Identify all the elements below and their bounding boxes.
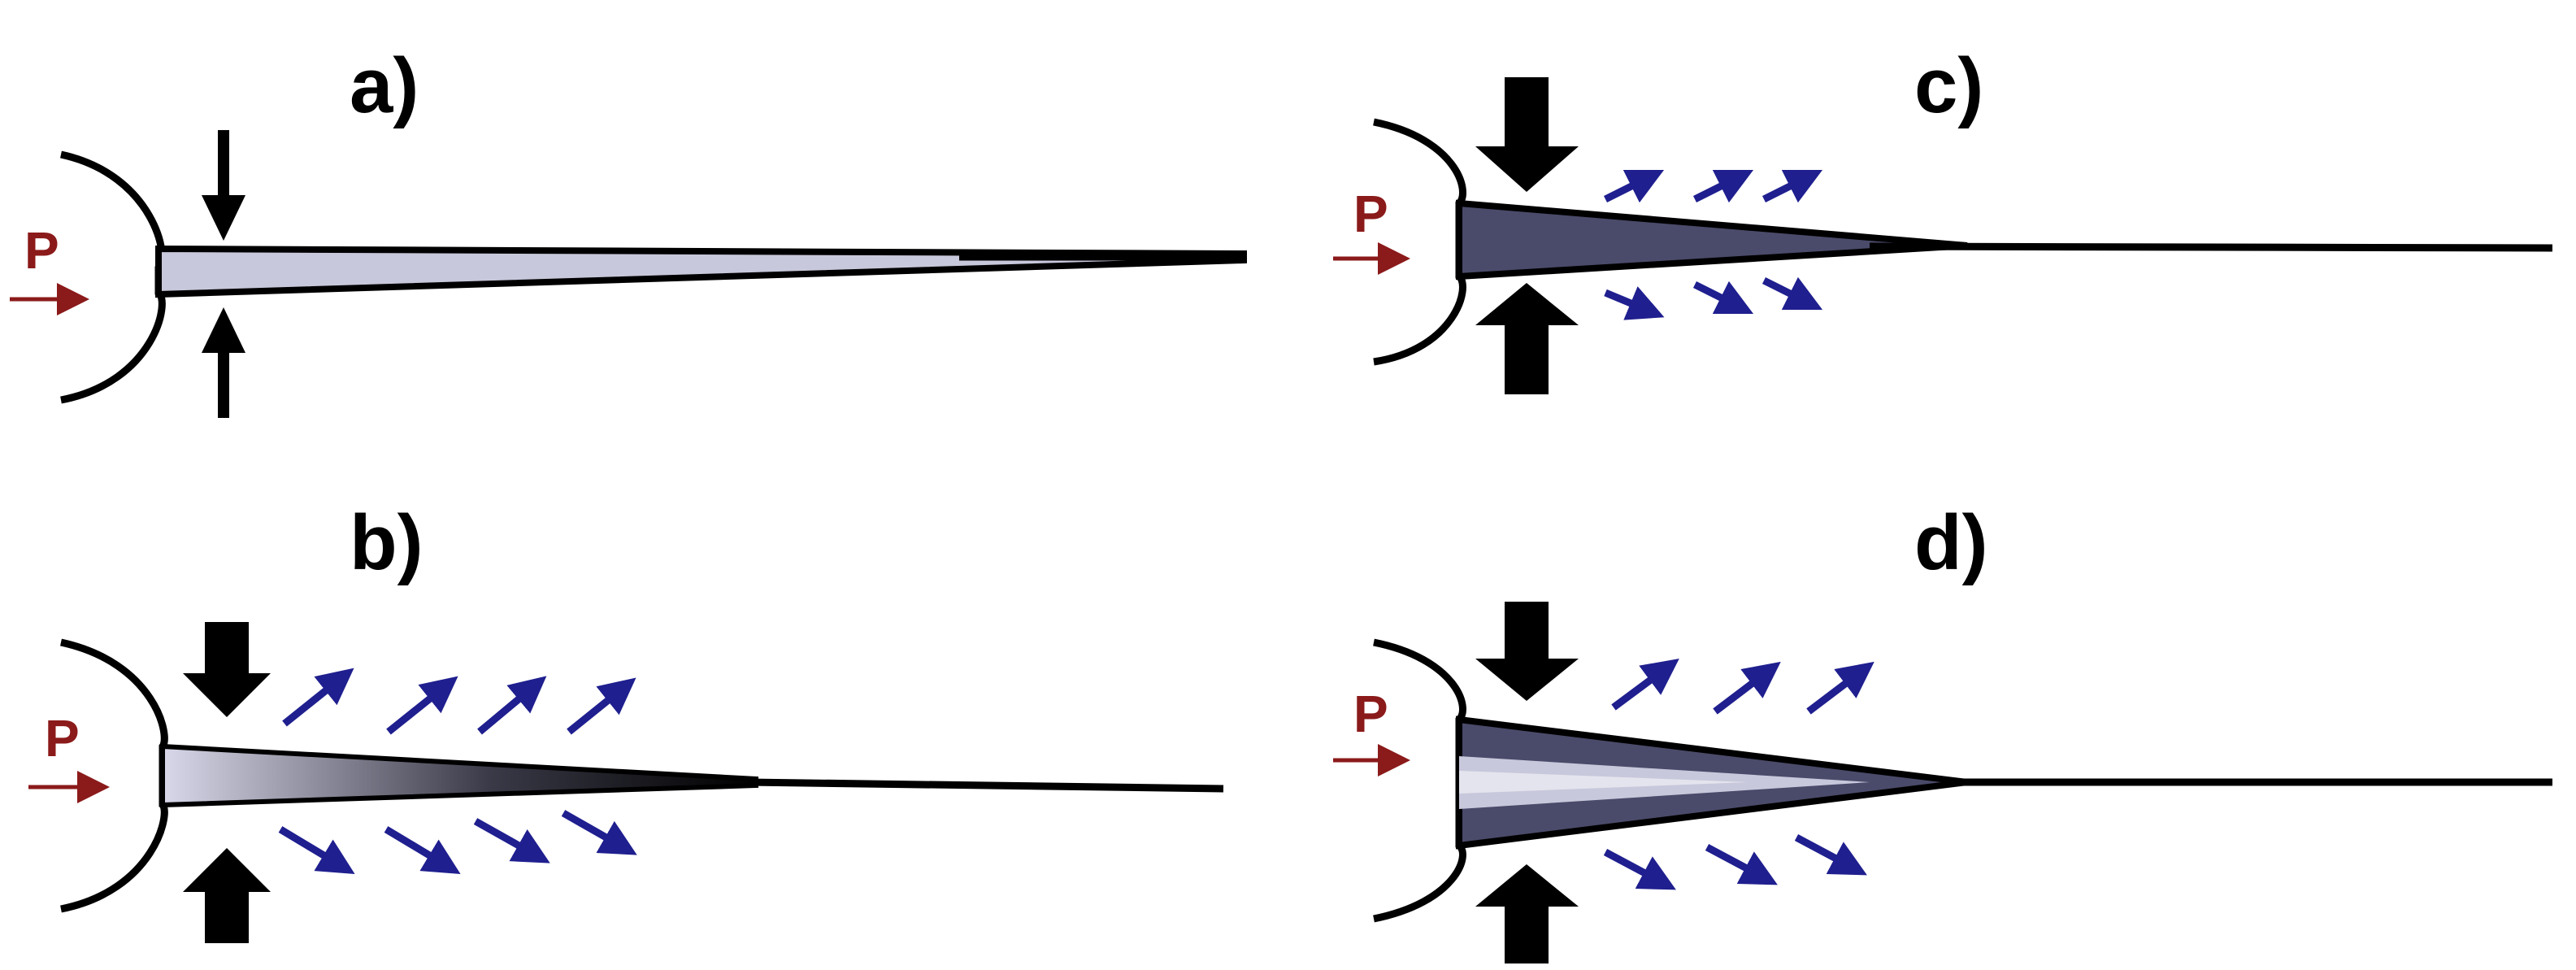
black-load-arrow-icon xyxy=(202,130,245,241)
blue-diagonal-arrow-icon xyxy=(1794,834,1867,876)
panel-b-label: b) xyxy=(350,499,424,586)
flow-arrows-down xyxy=(1604,276,1823,320)
blue-diagonal-arrow-icon xyxy=(567,677,636,735)
panel-a-label: a) xyxy=(350,42,419,129)
black-load-arrow-icon xyxy=(1475,602,1579,701)
flow-arrows-up xyxy=(1611,658,1874,715)
black-load-arrow-icon xyxy=(1475,283,1579,394)
pressure-label: P xyxy=(1353,185,1388,243)
black-load-arrow-icon xyxy=(183,848,271,943)
blue-diagonal-arrow-icon xyxy=(1604,286,1665,320)
blue-diagonal-arrow-icon xyxy=(1713,661,1781,715)
blue-diagonal-arrow-icon xyxy=(1611,658,1679,711)
blue-diagonal-arrow-icon xyxy=(477,676,547,735)
panel-d-label: d) xyxy=(1914,499,1988,586)
fracture-line xyxy=(747,778,1224,793)
flow-arrows-up xyxy=(1603,169,1823,203)
crack-core-light xyxy=(1459,771,1748,794)
black-load-arrow-icon xyxy=(1475,77,1579,192)
black-load-arrow-icon xyxy=(202,307,245,418)
blue-diagonal-arrow-icon xyxy=(1603,849,1676,890)
panel-c-label: c) xyxy=(1914,42,1983,129)
blue-diagonal-arrow-icon xyxy=(1705,844,1778,885)
blue-diagonal-arrow-icon xyxy=(278,826,355,874)
panel-d: d) P xyxy=(1333,499,2552,963)
panel-c: c) P xyxy=(1333,42,2553,394)
black-load-arrow-icon xyxy=(1475,864,1579,963)
panel-a: a) P xyxy=(10,42,1247,418)
blue-diagonal-arrow-icon xyxy=(561,810,637,855)
bore-wall xyxy=(1373,638,1466,923)
blue-diagonal-arrow-icon xyxy=(386,676,458,735)
blue-diagonal-arrow-icon xyxy=(1761,169,1823,203)
blue-diagonal-arrow-icon xyxy=(1603,169,1665,203)
pressure-label: P xyxy=(1353,685,1388,743)
blue-diagonal-arrow-icon xyxy=(1692,281,1754,315)
blue-diagonal-arrow-icon xyxy=(473,818,550,863)
blue-diagonal-arrow-icon xyxy=(1692,169,1754,203)
panel-b: b) P xyxy=(28,499,1224,943)
crack xyxy=(1456,199,1968,281)
pressure-label: P xyxy=(45,709,80,768)
pressure-label: P xyxy=(24,221,59,280)
flow-arrows-down xyxy=(278,810,637,874)
bore-wall xyxy=(60,638,168,913)
crack xyxy=(160,743,758,808)
bore-wall xyxy=(60,150,166,404)
black-load-arrow-icon xyxy=(183,622,271,717)
fracture-line xyxy=(1869,242,2553,252)
blue-diagonal-arrow-icon xyxy=(1806,661,1874,715)
flow-arrows-up xyxy=(282,668,636,735)
blue-diagonal-arrow-icon xyxy=(384,826,461,874)
flow-arrows-down xyxy=(1603,834,1867,890)
blue-diagonal-arrow-icon xyxy=(282,668,354,727)
blue-diagonal-arrow-icon xyxy=(1761,276,1823,311)
